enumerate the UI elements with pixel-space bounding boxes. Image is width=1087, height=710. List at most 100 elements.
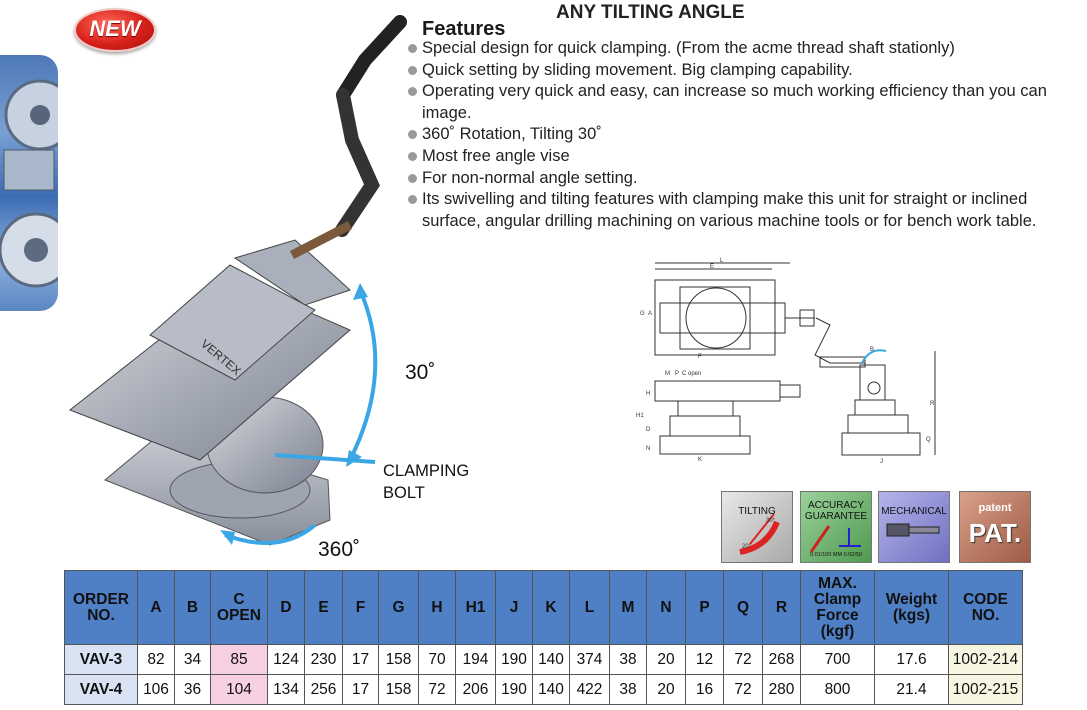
table-cell: 422 [569,674,610,705]
bullet-icon [408,65,417,75]
column-header: P [685,570,724,645]
dim-Q: Q [926,437,931,443]
table-cell: 106 [137,674,175,705]
column-header-line: E [318,598,329,616]
column-header: R [762,570,801,645]
dim-P: P [675,371,679,377]
patent-icon: patent PAT. [959,491,1031,563]
table-cell: 190 [495,644,533,675]
feature-item: Quick setting by sliding movement. Big c… [408,60,1068,82]
table-cell: 36 [174,674,211,705]
table-cell: 800 [800,674,875,705]
dim-M: M [665,371,670,377]
column-header-line: (kgs) [892,606,931,624]
feature-item: Its swivelling and tilting features with… [408,189,1068,232]
vise-product-photo: VERTEX [69,15,407,546]
feature-item: Most free angle vise [408,146,1068,168]
column-header: H1 [455,570,496,645]
column-header-line: G [392,598,405,616]
page-title: ANY TILTING ANGLE [556,2,745,23]
features-heading: Features [422,18,506,40]
feature-list: Special design for quick clamping. (From… [408,38,1068,232]
dim-C-open: C open [682,371,701,377]
column-header-line: P [699,598,710,616]
table-cell: 140 [532,644,570,675]
column-header-line: (kgf) [820,622,855,640]
column-header-line: OPEN [217,606,261,624]
table-cell: 280 [762,674,801,705]
table-cell: VAV-3 [64,644,138,675]
table-cell: 34 [174,644,211,675]
column-header: J [495,570,533,645]
dim-L: L [720,258,724,264]
column-header: E [304,570,343,645]
feature-item: For non-normal angle setting. [408,168,1068,190]
column-header: L [569,570,610,645]
mechanical-icon: MECHANICAL [878,491,950,563]
column-header-line: Weight [885,590,938,608]
column-header-line: MAX. [818,574,857,592]
column-header: M [609,570,647,645]
column-header-line: C [233,590,245,608]
column-header-line: H1 [465,598,486,616]
column-header-line: Q [736,598,750,616]
dim-H: H [646,391,650,397]
table-cell: 70 [418,644,456,675]
column-header-line: NO. [971,606,1000,624]
column-header-line: Clamp [813,590,862,608]
column-header-line: L [584,598,595,616]
table-cell: VAV-4 [64,674,138,705]
table-cell: 16 [685,674,724,705]
table-cell: 268 [762,644,801,675]
dim-N: N [646,446,650,452]
column-header-line: M [621,598,635,616]
table-cell: 158 [378,674,419,705]
dim-A: A [648,311,652,317]
tilt-scale-b: 20° [742,544,752,550]
tilt-scale-a: 30° [766,518,776,524]
column-header-line: N [660,598,672,616]
column-header: F [342,570,379,645]
tilting-icon: TILTING 30° 20° [721,491,793,563]
feature-item: Operating very quick and easy, can incre… [408,81,1068,124]
rotation-angle-label: 360˚ [318,538,361,561]
dim-R: R [930,401,935,407]
column-header: Q [723,570,763,645]
column-header: G [378,570,419,645]
table-cell: 1002-214 [948,644,1023,675]
clamping-bolt-label: CLAMPING BOLT [383,462,470,502]
dim-B: B [870,347,874,353]
bullet-icon [408,195,417,205]
bullet-icon [408,87,417,97]
table-cell: 194 [455,644,496,675]
bullet-icon [408,173,417,183]
bullet-icon [408,130,417,140]
table-cell: 17 [342,674,379,705]
side-photo-strip [0,55,58,311]
dim-K: K [698,457,702,463]
new-badge-label: NEW [89,16,141,41]
table-cell: 17.6 [874,644,949,675]
table-cell: 104 [210,674,268,705]
table-cell: 12 [685,644,724,675]
dim-G: G [640,311,645,317]
rotary-table-photo [0,79,58,288]
clamp-pointer [274,453,376,464]
dim-H1: H1 [636,413,644,419]
table-cell: 158 [378,644,419,675]
feature-item: Special design for quick clamping. (From… [408,38,1068,60]
column-header-line: NO. [87,606,115,624]
rotation-arrow [224,523,317,545]
column-header-line: ORDER [73,590,129,608]
table-cell: 72 [723,644,763,675]
table-cell: 72 [723,674,763,705]
column-header: H [418,570,456,645]
